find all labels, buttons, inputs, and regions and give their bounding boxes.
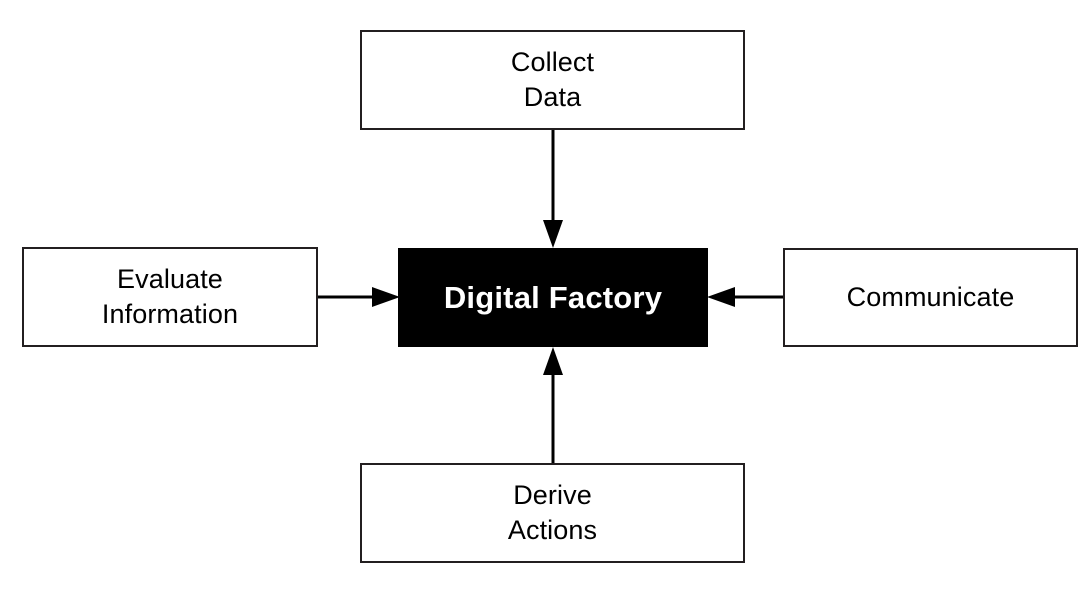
arrow-evaluate-information-to-center: [318, 287, 400, 307]
arrow-communicate-to-center: [707, 287, 783, 307]
node-derive-actions[interactable]: Derive Actions: [360, 463, 745, 563]
node-digital-factory[interactable]: Digital Factory: [398, 248, 708, 347]
node-communicate[interactable]: Communicate: [783, 248, 1078, 347]
node-evaluate-information[interactable]: Evaluate Information: [22, 247, 318, 347]
arrow-collect-data-to-center: [543, 130, 563, 248]
node-collect-data[interactable]: Collect Data: [360, 30, 745, 130]
arrow-derive-actions-to-center: [543, 347, 563, 463]
